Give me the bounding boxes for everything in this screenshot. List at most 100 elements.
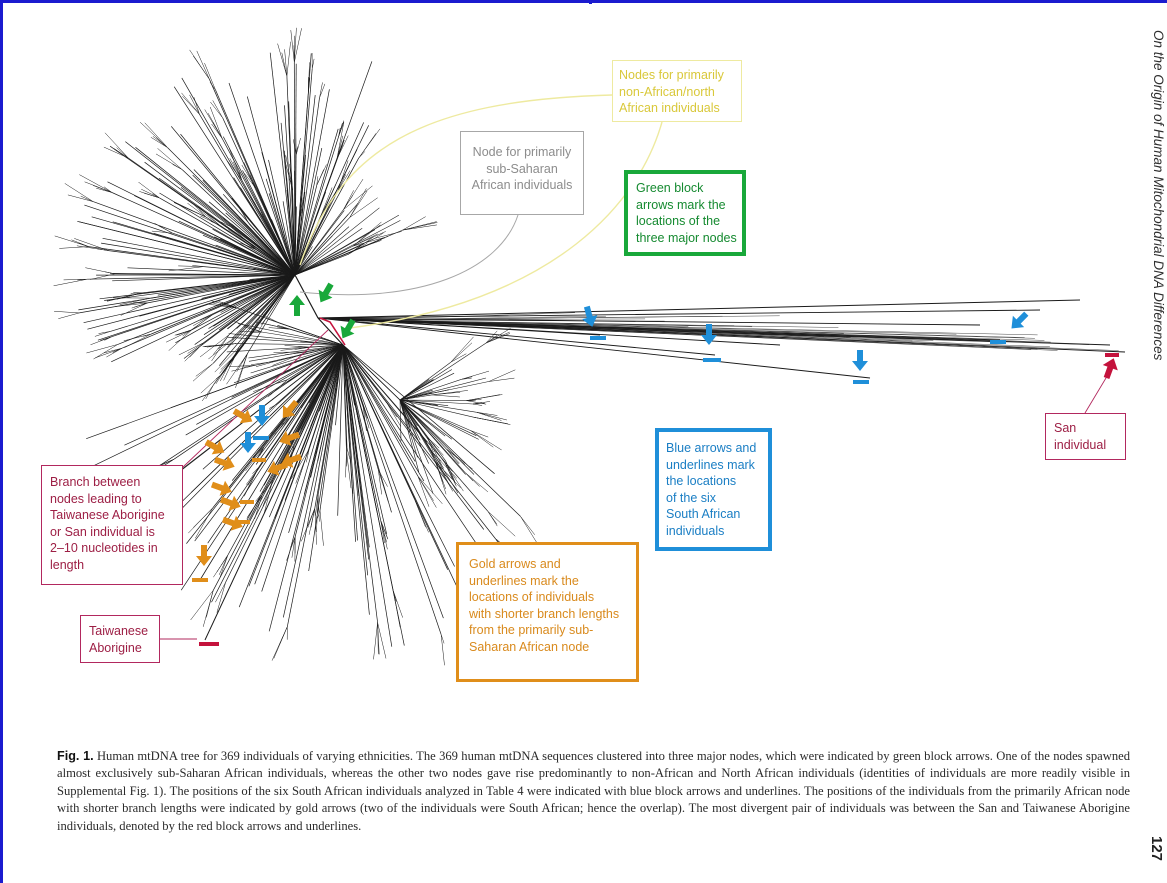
tree-branch [153,232,296,276]
tree-branch [291,171,293,191]
tree-branch [440,634,445,644]
tree-branch [399,399,420,473]
tree-branch [349,190,368,218]
tree-branch [417,476,430,507]
tree-branch [53,278,88,287]
page-number: 127 [1148,836,1165,862]
tree-branch [476,412,507,421]
red-block-arrow-icon [1102,358,1118,380]
tree-branch [243,326,262,333]
tree-branch [80,195,94,202]
tree-branch [229,158,243,181]
tree-branch [248,223,296,276]
blue-callout-line: of the six [666,490,717,505]
tree-branch [236,274,296,329]
tree-branch [67,194,94,202]
tree-branch [203,274,296,335]
tree-branch [219,358,233,382]
tree-branch [150,137,168,148]
tree-branch [284,160,293,191]
blue-block-arrow-icon [240,432,256,453]
tree-branch [112,274,296,282]
tree-branch [103,347,123,354]
tree-branch [199,314,213,321]
tree-branch [193,507,213,528]
tree-branch [209,79,296,276]
san-callout-line: San [1054,421,1077,435]
tree-branch [285,155,293,191]
tree-branch [346,447,351,460]
tree-branch [380,520,387,543]
tree-branch [399,399,446,461]
tree-branch [317,309,1041,319]
tree-branch [195,507,213,539]
tree-branch [234,321,262,333]
figure-caption-text: Human mtDNA tree for 369 individuals of … [57,749,1130,833]
gray-connector [299,214,519,296]
tree-branch [347,319,665,322]
tree-branch [271,344,344,483]
gold-callout-line: locations of individuals [469,590,595,604]
tree-branch [103,146,129,159]
tree-branch [466,400,487,405]
tree-branch [247,274,296,354]
tree-branch [294,27,297,63]
tree-branch [272,351,307,366]
tree-branch [222,274,296,374]
green-callout-line: Green block [636,181,704,195]
tree-branch [79,274,296,314]
figure-caption: Fig. 1. Human mtDNA tree for 369 individ… [57,748,1130,835]
tree-branch [286,344,344,627]
tree-branch [294,217,351,276]
tree-branch [485,330,498,344]
tree-branch [347,319,1119,351]
blue-callout-line: Blue arrows and [666,441,757,455]
tree-branch [280,347,310,351]
tree-branch [251,361,276,365]
green-callout-line: arrows mark the [636,197,726,212]
tree-branch [399,399,474,405]
gold-underline [240,500,254,504]
tree-branch [294,157,360,276]
blue-callout-line: underlines mark [666,457,755,472]
tree-branch [450,353,467,363]
tree-branch [377,622,387,659]
tree-branch [141,188,160,199]
tree-branch [294,28,302,63]
tree-branch [464,471,489,493]
gold-block-arrow-icon [279,430,301,446]
tree-branch [414,499,426,528]
tree-branch [254,494,263,519]
tree-branch [199,114,296,276]
tree-branch [274,344,344,518]
gold-underline [252,458,266,462]
tree-branch [194,204,207,218]
tree-branch [466,394,503,401]
tree-branch [262,480,273,507]
tree-branch [211,334,230,362]
blue-block-arrow-icon [701,324,717,345]
tree-branch [93,185,113,193]
tree-branch [231,365,255,372]
tree-branch [181,92,200,115]
tree-branch [399,399,411,428]
tree-branch [226,353,248,385]
tree-branch [212,122,223,139]
yellow-callout-line: non-African/north [619,84,715,99]
tree-branch [338,127,341,137]
tree-branch [64,183,94,202]
tree-branch [94,331,111,337]
tree-branch [229,148,243,181]
tree-branch [282,201,296,276]
tree-branch [399,399,446,464]
blue-underline [253,436,269,440]
tree-branch [277,43,288,77]
tree-branch [319,83,326,98]
tree-branch [347,312,576,321]
tree-branch [217,337,236,350]
tree-branch [143,333,152,337]
